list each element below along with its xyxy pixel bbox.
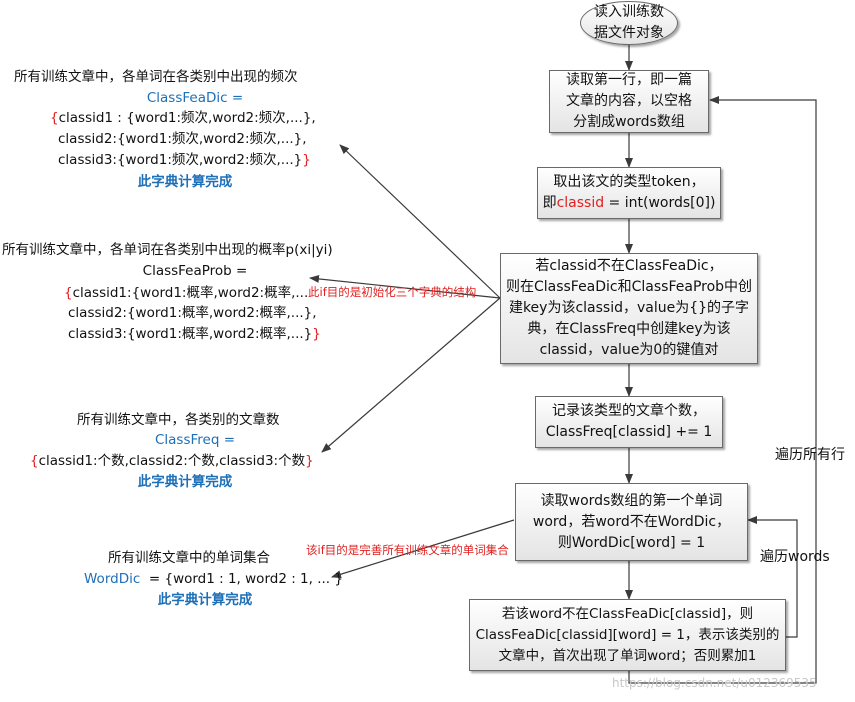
classfeaprob-open-brace: { bbox=[64, 285, 73, 301]
classfreq-desc: 所有训练文章中，各类别的文章数 bbox=[77, 412, 280, 428]
classfeaprob-desc: 所有训练文章中，各单词在各类别中出现的概率p(xi|yi) bbox=[2, 242, 333, 258]
worddic-gap bbox=[140, 571, 149, 587]
step6-line-3: 文章中，首次出现了单词word；否则累加1 bbox=[498, 647, 757, 664]
classfeaprob-row-1-text: classid1:{word1:概率,word2:概率,... bbox=[72, 285, 309, 301]
classfeadic-row-2: classid2:{word1:频次,word2:频次,...}, bbox=[58, 131, 307, 147]
classfeadic-done: 此字典计算完成 bbox=[137, 174, 233, 190]
link-worddic bbox=[331, 519, 515, 579]
loop-words-label: 遍历words bbox=[760, 549, 830, 565]
worddic-name: WordDic bbox=[84, 571, 141, 587]
step4-count-box: 记录该类型的文章个数， ClassFreq[classid] += 1 bbox=[535, 396, 723, 448]
classfeadic-name: ClassFeaDic = bbox=[146, 90, 244, 106]
step1-line-3: 分割成words数组 bbox=[573, 114, 685, 130]
start-node: 读入训练数 据文件对象 bbox=[580, 1, 678, 45]
step2-line-2: 即classid = int(words[0]) bbox=[543, 193, 716, 214]
classfeadic-row-3-text: classid3:{word1:频次,word2:频次,...} bbox=[58, 152, 303, 168]
step2-classid-box: 取出该文的类型token， 即classid = int(words[0]) bbox=[537, 167, 721, 219]
classfeaprob-row-1: {classid1:{word1:概率,word2:概率,... bbox=[64, 283, 308, 303]
step1-line-2: 文章的内容，以空格 bbox=[566, 93, 692, 109]
worddic-desc: 所有训练文章中的单词集合 bbox=[108, 550, 270, 566]
step5-line-3: 则WordDic[word] = 1 bbox=[557, 534, 706, 551]
step6-line-2: ClassFeaDic[classid][word] = 1，表示该类别的 bbox=[475, 626, 780, 643]
classfeaprob-close-brace: } bbox=[312, 326, 321, 342]
classfeadic-row-1: {classid1 : {word1:频次,word2:频次,...}, bbox=[50, 108, 316, 128]
step3-line-1: 若classid不在ClassFeaDic， bbox=[535, 258, 723, 274]
step5-worddic-box: 读取words数组的第一个单词 word，若word不在WordDic， 则Wo… bbox=[515, 483, 748, 561]
worddic-value: = {word1 : 1, word2 : 1, ... } bbox=[148, 571, 343, 587]
note-complete-worddic: 该if目的是完善所有训练文章的单词集合 bbox=[306, 543, 509, 557]
start-line-1: 读入训练数 bbox=[594, 4, 664, 20]
step4-line-2: ClassFreq[classid] += 1 bbox=[545, 424, 713, 440]
step3-line-3: 建key为该classid，value为{}的子字 bbox=[508, 300, 750, 316]
classfreq-close-brace: } bbox=[305, 453, 314, 469]
classfeaprob-row-3-text: classid3:{word1:概率,word2:概率,...} bbox=[68, 326, 313, 342]
link-classfeadic bbox=[339, 144, 501, 299]
classfeadic-close-brace: } bbox=[302, 152, 311, 168]
classfreq-row-1-text: classid1:个数,classid2:个数,classid3:个数 bbox=[38, 453, 306, 469]
step3-line-5: classid，value为0的键值对 bbox=[539, 342, 719, 358]
worddic-row: WordDic = {word1 : 1, word2 : 1, ... } bbox=[84, 569, 343, 589]
classfreq-name: ClassFreq = bbox=[154, 432, 236, 448]
loop-words-connector bbox=[747, 516, 798, 638]
classfeadic-open-brace: { bbox=[50, 110, 59, 126]
step2-line-1: 取出该文的类型token， bbox=[553, 174, 705, 190]
step2-classid-red: classid bbox=[556, 195, 605, 211]
step2-prefix: 即 bbox=[542, 195, 557, 211]
step1-read-line-box: 读取第一行，即一篇 文章的内容，以空格 分割成words数组 bbox=[549, 70, 709, 133]
watermark-url: https://blog.csdn.net/u012369535 bbox=[612, 676, 817, 690]
loop-all-lines-label: 遍历所有行 bbox=[775, 447, 845, 463]
step5-line-2: word，若word不在WordDic， bbox=[532, 513, 731, 530]
step3-line-4: 典，在ClassFreq中创建key为该 bbox=[527, 321, 731, 337]
step4-line-1: 记录该类型的文章个数， bbox=[552, 403, 706, 419]
classfeadic-row-1-text: classid1 : {word1:频次,word2:频次,...}, bbox=[58, 110, 316, 126]
note-init-three-dicts: 此if目的是初始化三个字典的结构 bbox=[308, 285, 477, 299]
step1-line-1: 读取第一行，即一篇 bbox=[566, 72, 692, 88]
link-classfeaprob bbox=[309, 274, 501, 299]
step6-classfeadic-box: 若该word不在ClassFeaDic[classid]，则 ClassFeaD… bbox=[469, 599, 786, 671]
classfeaprob-row-3: classid3:{word1:概率,word2:概率,...}} bbox=[68, 324, 321, 344]
classfeaprob-row-2: classid2:{word1:概率,word2:概率,...}, bbox=[68, 305, 317, 321]
step5-line-1: 读取words数组的第一个单词 bbox=[540, 492, 723, 509]
classfeadic-desc: 所有训练文章中，各单词在各类别中出现的频次 bbox=[14, 69, 298, 85]
link-classfreq bbox=[321, 297, 501, 453]
worddic-done: 此字典计算完成 bbox=[157, 592, 253, 608]
loop-all-lines-connector bbox=[628, 96, 817, 684]
classfreq-open-brace: { bbox=[30, 453, 39, 469]
start-line-2: 据文件对象 bbox=[594, 25, 664, 41]
classfreq-done: 此字典计算完成 bbox=[137, 474, 233, 490]
classfeaprob-name: ClassFeaProb = bbox=[142, 263, 248, 279]
step2-suffix: = int(words[0]) bbox=[604, 195, 716, 211]
step6-line-1: 若该word不在ClassFeaDic[classid]，则 bbox=[501, 605, 754, 622]
classfeadic-row-3: classid3:{word1:频次,word2:频次,...}} bbox=[58, 150, 311, 170]
classfreq-row-1: {classid1:个数,classid2:个数,classid3:个数} bbox=[30, 451, 314, 471]
step3-init-dict-box: 若classid不在ClassFeaDic， 则在ClassFeaDic和Cla… bbox=[500, 253, 758, 364]
step3-line-2: 则在ClassFeaDic和ClassFeaProb中创 bbox=[505, 279, 753, 295]
